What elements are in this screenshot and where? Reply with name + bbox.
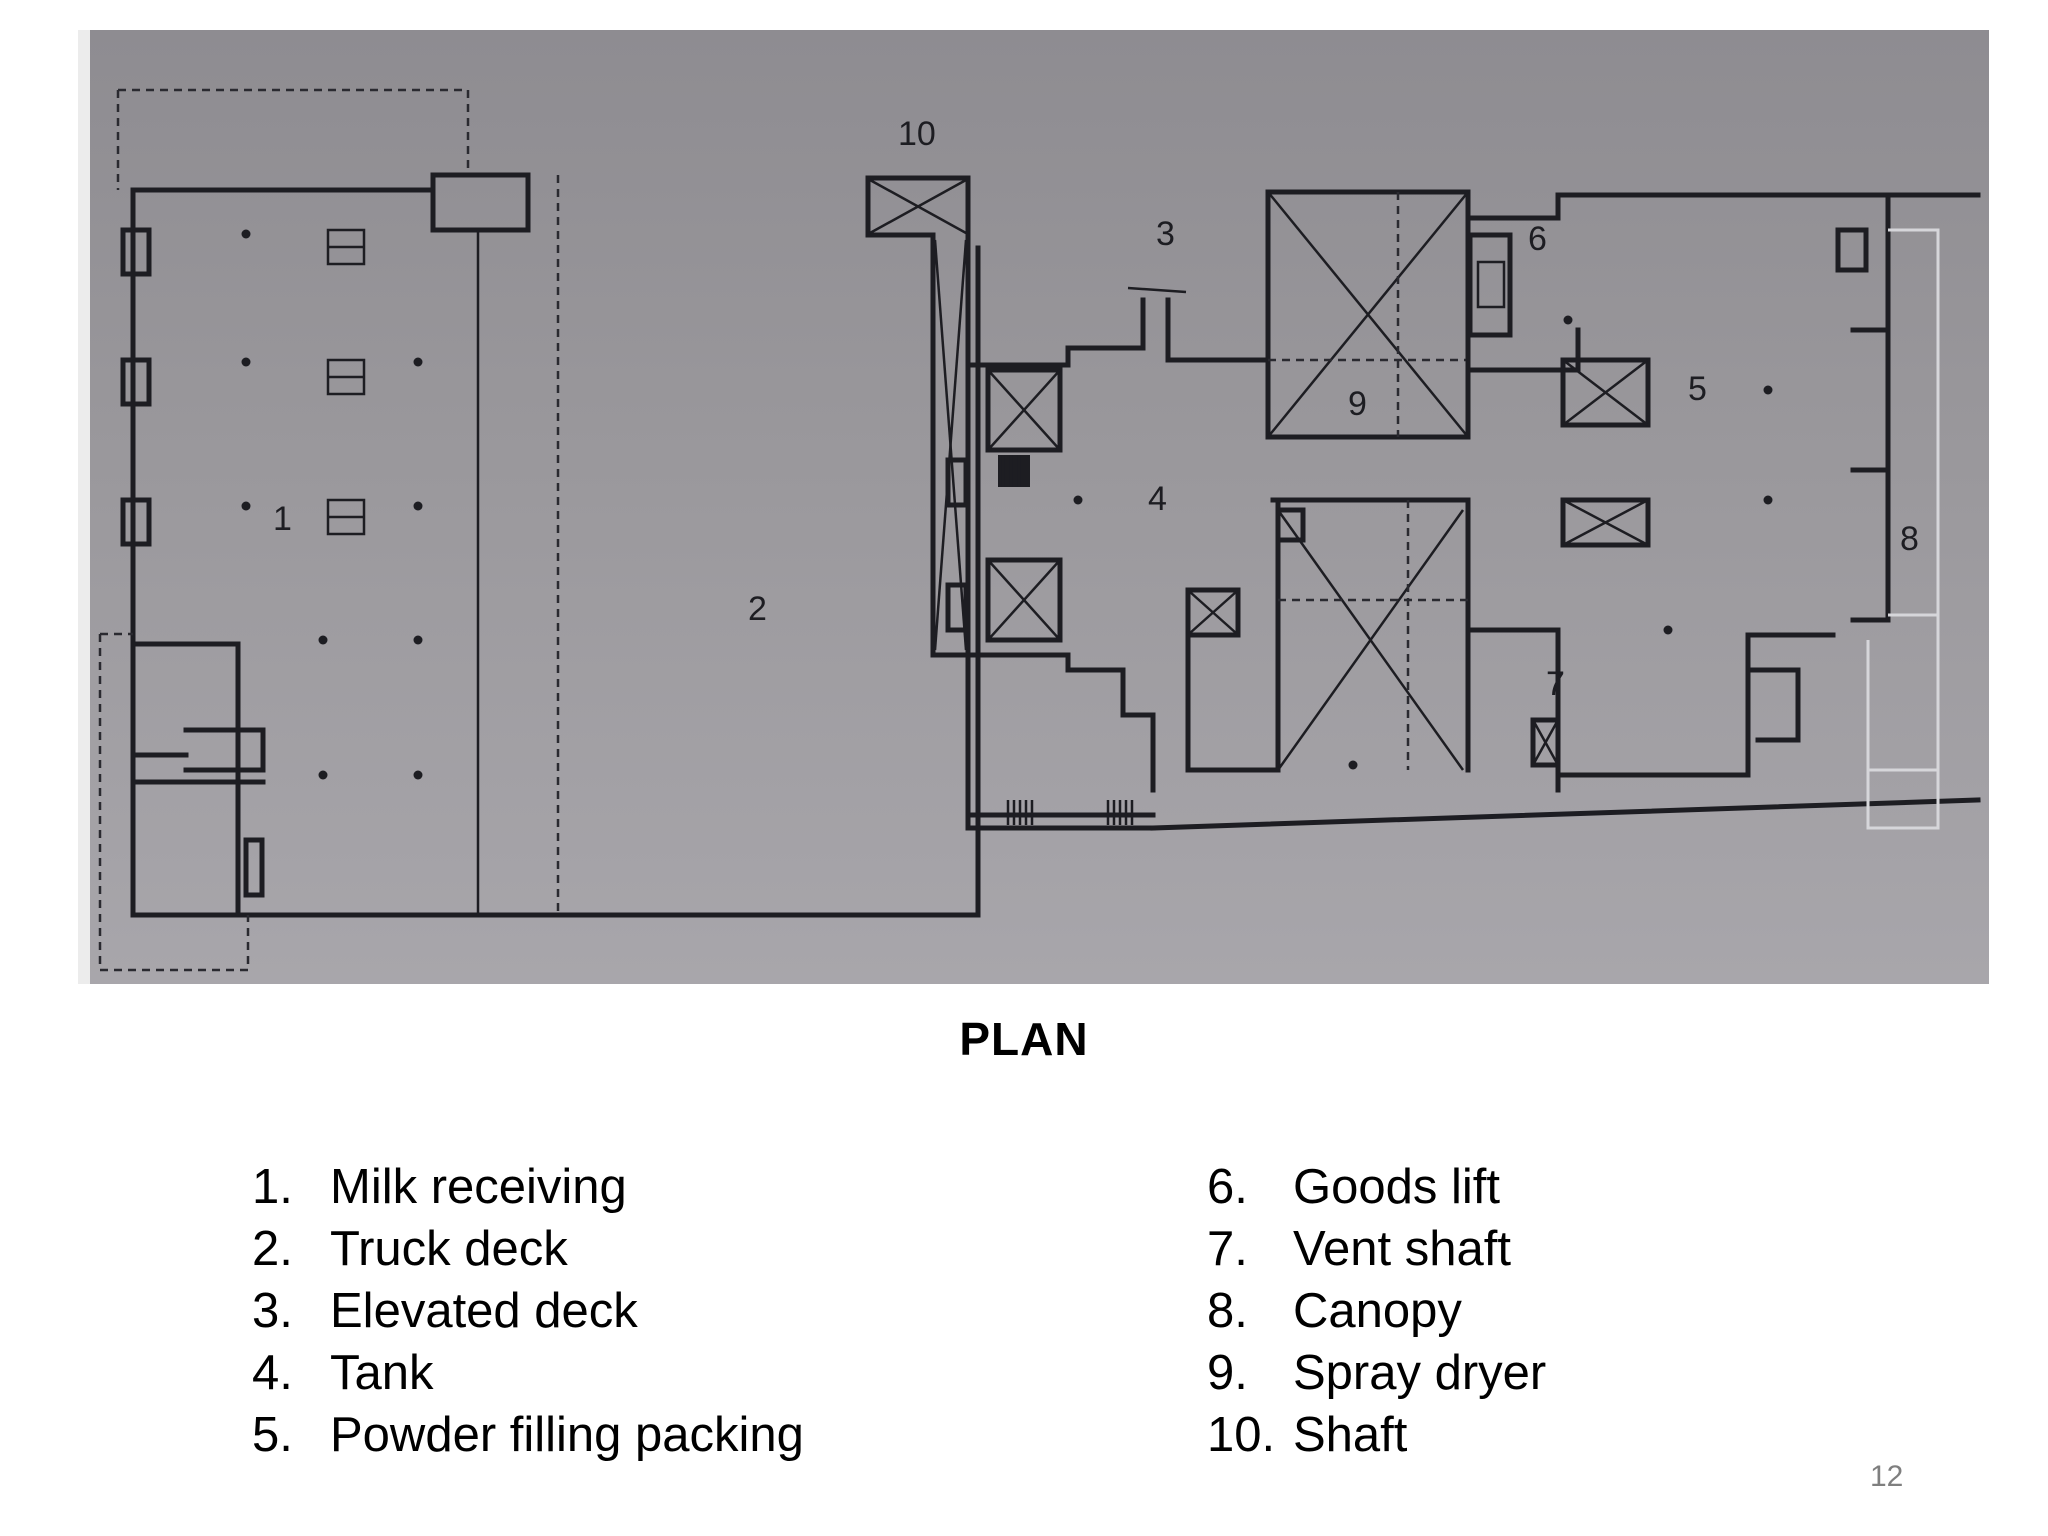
room-label-9: 9 <box>1348 385 1367 423</box>
legend-label: Spray dryer <box>1293 1346 1547 1400</box>
legend-number: 4. <box>252 1346 293 1400</box>
legend-label: Tank <box>330 1346 434 1400</box>
legend-label: Goods lift <box>1293 1160 1500 1214</box>
legend-number: 6. <box>1207 1160 1248 1214</box>
room-label-10: 10 <box>898 115 936 153</box>
legend-item: 6. Goods lift <box>1207 1156 1546 1218</box>
room-label-4: 4 <box>1148 480 1167 518</box>
legend-item: 7. Vent shaft <box>1207 1218 1546 1280</box>
legend-item: 1. Milk receiving <box>252 1156 804 1218</box>
legend-item: 10. Shaft <box>1207 1404 1546 1466</box>
legend-item: 2. Truck deck <box>252 1218 804 1280</box>
room-label-5: 5 <box>1688 370 1707 408</box>
floor-plan-svg: 1 2 3 4 5 6 7 8 9 10 <box>98 88 1981 972</box>
plan-title: PLAN <box>959 1013 1089 1065</box>
legend-number: 1. <box>252 1160 293 1214</box>
room-label-1: 1 <box>273 500 292 538</box>
floor-plan-drawing: 1 2 3 4 5 6 7 8 9 10 <box>78 30 1989 984</box>
legend-number: 8. <box>1207 1284 1248 1338</box>
legend-label: Powder filling packing <box>330 1408 804 1462</box>
legend-label: Canopy <box>1293 1284 1462 1338</box>
legend-number: 10. <box>1207 1408 1276 1462</box>
legend-label: Shaft <box>1293 1408 1408 1462</box>
legend-label: Milk receiving <box>330 1160 627 1214</box>
room-label-3: 3 <box>1156 215 1175 253</box>
legend-label: Elevated deck <box>330 1284 638 1338</box>
legend-item: 3. Elevated deck <box>252 1280 804 1342</box>
room-label-8: 8 <box>1900 520 1919 558</box>
legend-item: 9. Spray dryer <box>1207 1342 1546 1404</box>
legend-item: 5. Powder filling packing <box>252 1404 804 1466</box>
legend-label: Truck deck <box>330 1222 568 1276</box>
legend-number: 3. <box>252 1284 293 1338</box>
legend-number: 7. <box>1207 1222 1248 1276</box>
legend-number: 5. <box>252 1408 293 1462</box>
legend-number: 2. <box>252 1222 293 1276</box>
legend-number: 9. <box>1207 1346 1248 1400</box>
legend-item: 4. Tank <box>252 1342 804 1404</box>
room-label-2: 2 <box>748 590 767 628</box>
legend-label: Vent shaft <box>1293 1222 1511 1276</box>
legend-left: 1. Milk receiving 2. Truck deck 3. Elevated… <box>252 1156 804 1466</box>
room-label-6: 6 <box>1528 220 1547 258</box>
page-number: 12 <box>1870 1460 1904 1493</box>
legend-item: 8. Canopy <box>1207 1280 1546 1342</box>
legend-right: 6. Goods lift 7. Vent shaft 8. Canopy 9. Spr… <box>1207 1156 1546 1466</box>
room-label-7: 7 <box>1546 665 1565 703</box>
